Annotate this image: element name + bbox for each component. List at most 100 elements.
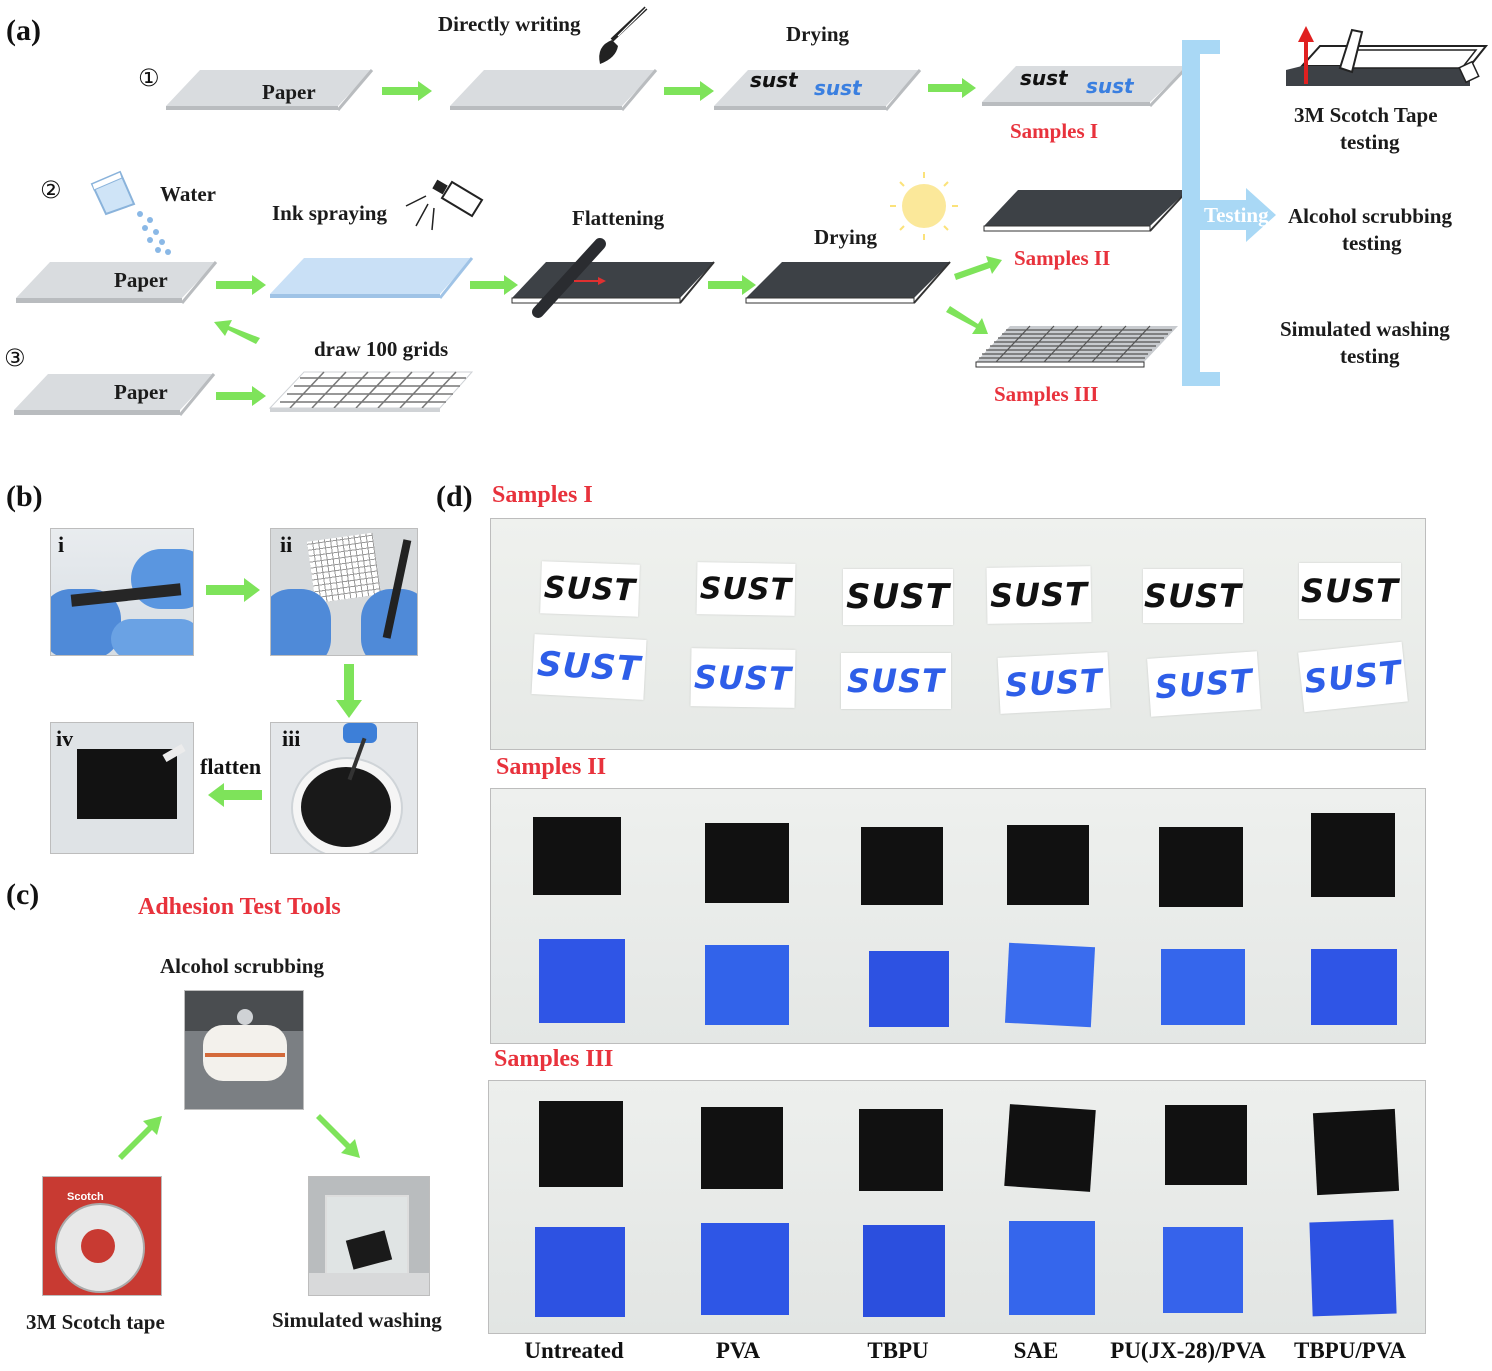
paper-sheet-row3-1 <box>14 373 216 416</box>
sust-label-black-tbpupva: SUST <box>1299 563 1401 619</box>
blue-square-iii-pujx <box>1163 1227 1243 1313</box>
label-b-iv: iv <box>56 726 74 751</box>
alcohol-test-line1: Alcohol scrubbing <box>1288 204 1452 228</box>
photo-samples-i: SUST SUST SUST SUST SUST SUST SUST SUST … <box>490 518 1426 750</box>
photo-b-i <box>50 528 194 656</box>
label-b-iii: iii <box>282 726 301 751</box>
blue-square-untreated <box>539 939 625 1023</box>
paper-sheet-black-drying <box>745 261 951 304</box>
column-label-pujx: PU(JX-28)/PVA <box>1110 1338 1266 1363</box>
samples-iii-row-label: Samples III <box>494 1046 614 1072</box>
samples-iii-label: Samples III <box>994 382 1099 406</box>
black-square-iii-tbpupva <box>1312 1108 1400 1196</box>
drying-label-row2: Drying <box>814 225 877 249</box>
photo-scotch-tape: Scotch <box>42 1176 162 1296</box>
sust-label-blue-tbpu: SUST <box>841 653 951 709</box>
step-number-2: ② <box>40 176 62 204</box>
blue-square-tbpu <box>869 951 949 1027</box>
water-cup-icon <box>90 170 171 255</box>
paper-sheet-samples-iii <box>975 325 1178 368</box>
column-label-tbpu: TBPU <box>867 1338 929 1363</box>
black-square-pva <box>705 823 789 903</box>
panel-b-letter: (b) <box>6 480 43 513</box>
panel-d-letter: (d) <box>436 480 473 513</box>
sust-label-blue-sae: SUST <box>997 652 1111 714</box>
panel-a-diagram <box>14 5 1489 416</box>
washing-test-line2: testing <box>1340 344 1400 368</box>
sust-label-black-sae: SUST <box>986 566 1092 624</box>
blue-square-iii-untreated <box>535 1227 625 1317</box>
photo-samples-ii <box>490 788 1426 1044</box>
sust-label-blue-pujx: SUST <box>1147 651 1261 717</box>
photo-alcohol-scrubbing <box>184 990 304 1110</box>
scotch-test-line2: testing <box>1340 130 1400 154</box>
spray-bottle-icon <box>405 179 484 231</box>
column-label-pva: PVA <box>715 1338 761 1363</box>
paper-sheet-row1-2 <box>450 69 658 111</box>
directly-writing-label: Directly writing <box>438 12 581 36</box>
blue-square-pujx <box>1161 949 1245 1025</box>
label-b-ii: ii <box>280 532 293 557</box>
step-number-3: ③ <box>4 344 26 372</box>
paper-label-row2: Paper <box>114 268 168 292</box>
photo-samples-iii <box>488 1080 1426 1334</box>
blue-square-iii-sae <box>1009 1221 1095 1315</box>
panel-c-letter: (c) <box>6 878 40 911</box>
alcohol-test-line2: testing <box>1342 231 1402 255</box>
panel-b-arrows <box>206 578 362 807</box>
paper-sheet-black-flatten <box>511 261 715 304</box>
blue-square-pva <box>705 945 789 1025</box>
black-square-iii-pva <box>701 1107 783 1189</box>
scotch-test-line1: 3M Scotch Tape <box>1294 103 1438 127</box>
sust-label-black-tbpu: SUST <box>843 569 953 625</box>
blue-square-tbpupva <box>1311 949 1397 1025</box>
green-arrows-row2 <box>214 256 1002 406</box>
blue-square-iii-tbpupva <box>1309 1219 1397 1317</box>
black-square-tbpupva <box>1311 813 1395 897</box>
blue-square-iii-tbpu <box>863 1225 945 1317</box>
green-arrows-row1 <box>382 78 976 101</box>
samples-ii-label: Samples II <box>1014 246 1111 270</box>
flattening-label: Flattening <box>572 206 665 230</box>
paper-label-row3: Paper <box>114 380 168 404</box>
black-square-iii-untreated <box>539 1101 623 1187</box>
sust-label-blue-tbpupva: SUST <box>1298 641 1408 713</box>
samples-ii-row-label: Samples II <box>496 754 607 780</box>
scotch-brand-text: Scotch <box>67 1191 104 1203</box>
black-square-sae <box>1007 825 1089 905</box>
paper-sheet-grid <box>268 371 474 412</box>
sust-black-text-2: sust <box>1020 66 1068 90</box>
photo-b-iv <box>50 722 194 854</box>
step-number-1: ① <box>138 64 160 92</box>
drying-label-row1: Drying <box>786 22 849 46</box>
panel-a-letter: (a) <box>6 14 41 47</box>
column-label-untreated: Untreated <box>524 1338 624 1363</box>
roller-icon <box>532 238 606 318</box>
photo-b-iii <box>270 722 418 854</box>
sun-icon <box>890 172 958 240</box>
sust-label-blue-pva: SUST <box>690 648 796 708</box>
black-square-iii-sae <box>1004 1104 1096 1192</box>
paper-label-row1: Paper <box>262 80 316 104</box>
sust-blue-text-2: sust <box>1086 74 1134 98</box>
simulated-washing-label: Simulated washing <box>272 1308 442 1332</box>
panel-c-arrows <box>118 1114 360 1160</box>
ink-spraying-label: Ink spraying <box>272 201 387 225</box>
testing-label: Testing <box>1204 203 1269 227</box>
sust-blue-text-1: sust <box>814 76 862 100</box>
samples-i-label: Samples I <box>1010 119 1099 143</box>
samples-i-row-label: Samples I <box>492 482 593 508</box>
sust-label-black-pujx: SUST <box>1143 569 1243 623</box>
paper-sheet-row1-1 <box>166 69 374 111</box>
black-square-iii-pujx <box>1165 1105 1247 1185</box>
scotch-tape-test-icon <box>1286 26 1489 86</box>
flatten-label: flatten <box>200 754 262 779</box>
water-label: Water <box>160 182 216 206</box>
sust-label-black-pva: SUST <box>696 562 796 616</box>
testing-bracket <box>1182 40 1276 386</box>
blue-square-sae <box>1004 942 1096 1028</box>
black-square-iii-tbpu <box>859 1109 943 1191</box>
scotch-tape-label: 3M Scotch tape <box>26 1310 165 1334</box>
paper-sheet-row2-1 <box>16 261 218 304</box>
column-label-sae: SAE <box>1013 1338 1059 1363</box>
